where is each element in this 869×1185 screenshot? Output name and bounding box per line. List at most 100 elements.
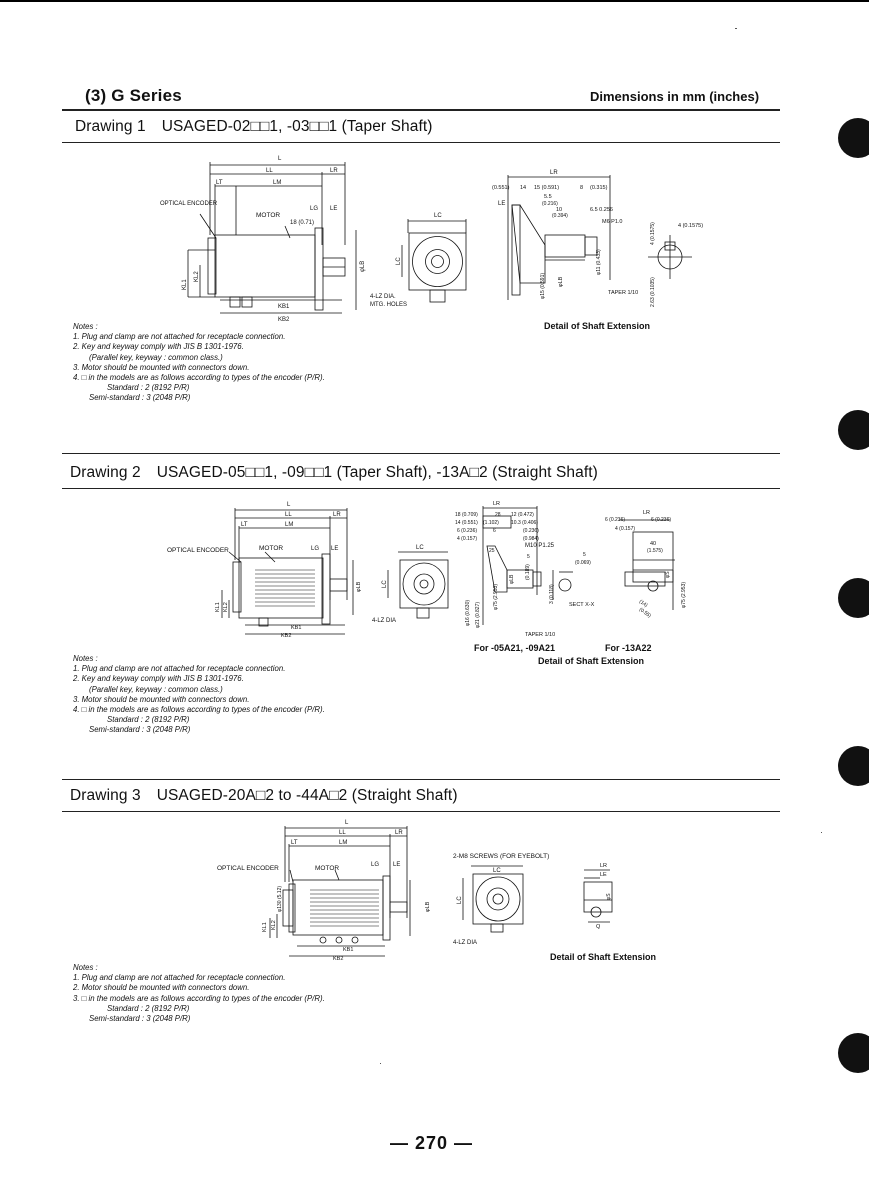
d2-dim-KB2: KB2	[281, 633, 291, 639]
drawing2-title: Drawing 2 USAGED-05□□1, -09□□1 (Taper Sha…	[70, 464, 598, 482]
d1-key-depth: 4 (0.1575)	[650, 222, 656, 245]
drawing3-top-rule	[62, 779, 780, 780]
d3-optical-encoder-label: OPTICAL ENCODER	[217, 865, 279, 872]
drawing1-title: Drawing 1 USAGED-02□□1, -03□□1 (Taper Sha…	[75, 118, 433, 136]
binder-hole	[838, 1033, 869, 1073]
d2-dim-KB1: KB1	[291, 625, 301, 631]
d2-dim-LM: LM	[285, 522, 293, 528]
d1-shaft-d11: φ11 (0.433)	[596, 249, 602, 275]
scan-speck	[380, 1063, 381, 1064]
d1-flange-LC-vertical: LC	[396, 257, 402, 265]
d2-straight-d8: (14)	[638, 599, 649, 609]
note-item: 3. Motor should be mounted with connecto…	[73, 362, 250, 372]
note-item: Semi-standard : 3 (2048 P/R)	[89, 1014, 191, 1024]
d3-flange-LC-vertical: LC	[457, 896, 463, 904]
d2-shaft-thread: M10 P1.25	[525, 543, 555, 549]
d2-optical-encoder-label: OPTICAL ENCODER	[167, 547, 229, 554]
note-item: 2. Key and keyway comply with JIS B 1301…	[73, 674, 244, 684]
d1-shaft-d8: 10	[556, 207, 562, 213]
drawing3-flange-view: 2-M8 SCREWS (FOR EYEBOLT) LC LC 4-LZ DIA	[453, 853, 549, 946]
drawing2-motor-side-view: L LL LR LT LM OPTICAL ENCODER MOTOR LG L…	[167, 502, 362, 639]
drawing2-label: Drawing 2	[70, 464, 141, 481]
note-item: Semi-standard : 3 (2048 P/R)	[89, 725, 191, 735]
d1-shaft-taper: TAPER 1/10	[608, 290, 638, 296]
d2-caption-right: For -13A22	[605, 643, 652, 653]
d2-straight-LR: LR	[643, 510, 650, 516]
d3-dim-LG: LG	[371, 862, 379, 868]
note-item: 1. Plug and clamp are not attached for r…	[73, 973, 286, 983]
drawing2-model: USAGED-05□□1, -09□□1 (Taper Shaft), -13A…	[156, 464, 598, 481]
d3-shaft-LR: LR	[600, 863, 607, 869]
drawing2-rule	[62, 488, 780, 489]
d2-caption: Detail of Shaft Extension	[538, 656, 645, 666]
d2-dim-LL: LL	[285, 512, 292, 518]
page-number: — 270 —	[390, 1133, 474, 1153]
d1-shaft-d6: 5.5	[544, 194, 552, 200]
d1-shaft-d5: (0.315)	[590, 185, 608, 191]
d2-straight-d5: (1.575)	[647, 548, 663, 554]
d2-shaft-d5: (1.102)	[483, 520, 499, 526]
d1-dim-18: 18 (0.71)	[290, 220, 314, 226]
note-item: 2. Key and keyway comply with JIS B 1301…	[73, 342, 244, 352]
d1-dim-KB2: KB2	[278, 317, 290, 323]
drawing1-rule	[62, 142, 780, 143]
page-top-border	[0, 0, 869, 2]
d3-dim-L: L	[345, 820, 349, 826]
d3-dim-LB: φLB	[425, 901, 431, 912]
drawing3-rule	[62, 811, 780, 812]
d1-caption: Detail of Shaft Extension	[544, 321, 651, 331]
note-item: 4. □ in the models are as follows accord…	[73, 705, 325, 715]
d1-shaft-d1: (0.551)	[492, 185, 510, 191]
d2-motor-label: MOTOR	[259, 545, 283, 552]
units-heading: Dimensions in mm (inches)	[590, 89, 760, 104]
d2-shaft-taper: TAPER 1/10	[525, 632, 555, 638]
d2-straight-d4: 40	[650, 541, 656, 547]
d2-straight-d2: 6 (0.236)	[651, 517, 671, 523]
note-item: 3. Motor should be mounted with connecto…	[73, 694, 250, 704]
drawing3-model: USAGED-20A□2 to -44A□2 (Straight Shaft)	[156, 787, 458, 804]
d2-shaft-d4: 14 (0.551)	[455, 520, 478, 526]
d3-dim-KL1: KL1	[262, 922, 268, 932]
note-item: (Parallel key, keyway : common class.)	[89, 684, 223, 694]
d2-shaft-d13: 5	[527, 554, 530, 560]
d3-shaft-Q: Q	[596, 924, 601, 930]
d3-dim-KB2: KB2	[333, 956, 343, 962]
d3-flange-screws: 2-M8 SCREWS (FOR EYEBOLT)	[453, 853, 549, 860]
notes-heading: Notes :	[73, 654, 98, 663]
d2-shaft-d12: 25	[489, 548, 495, 554]
d3-flange-holes: 4-LZ DIA	[453, 940, 477, 946]
notes-heading: Notes :	[73, 963, 98, 972]
d1-shaft-d10: 6.5 0.256	[590, 207, 613, 213]
d2-dim-LR: LR	[333, 512, 341, 518]
d3-dim-d1: φ130 (5.12)	[277, 886, 283, 912]
d2-shaft-d16: φ21 (0.827)	[475, 602, 481, 628]
note-item: Standard : 2 (8192 P/R)	[107, 1003, 190, 1013]
note-item: Standard : 2 (8192 P/R)	[107, 715, 190, 725]
notes-heading: Notes :	[73, 322, 98, 331]
d2-dim-LT: LT	[241, 522, 248, 528]
binder-hole	[838, 410, 869, 450]
d2-shaft-d20: (0.069)	[575, 560, 591, 566]
d2-straight-d9: (0.55)	[638, 607, 652, 620]
d2-shaft-d14: (0.189)	[525, 564, 531, 580]
drawing1-model: USAGED-02□□1, -03□□1 (Taper Shaft)	[161, 118, 433, 135]
d3-motor-label: MOTOR	[315, 865, 339, 872]
d1-key-width: 4 (0.1575)	[678, 223, 703, 229]
d3-dim-KB1: KB1	[343, 947, 353, 953]
d2-shaft-d1: 18 (0.709)	[455, 512, 478, 518]
d2-straight-d1: 6 (0.236)	[605, 517, 625, 523]
d2-shaft-d17: φ75 (2.953)	[493, 584, 499, 610]
d2-flange-holes: 4-LZ DIA	[372, 618, 396, 624]
note-item: 3. □ in the models are as follows accord…	[73, 993, 325, 1003]
drawing1-label: Drawing 1	[75, 118, 146, 135]
d3-flange-LC: LC	[493, 868, 501, 874]
drawing1-notes: Notes : 1. Plug and clamp are not attach…	[73, 322, 325, 404]
drawing2-shaft-detail: LR 18 (0.709) 28 12 (0.472) 14 (0.551) (…	[455, 501, 687, 638]
d3-dim-LR: LR	[395, 830, 403, 836]
d1-shaft-d12: φ15 (0.591)	[540, 273, 546, 299]
d1-shaft-d7: (0.216)	[542, 201, 558, 207]
d2-shaft-d7: 6 (0.236)	[457, 528, 477, 534]
d1-key-height: 2.63 (0.1035)	[650, 277, 656, 307]
d1-dim-KL1: KL1	[182, 279, 188, 290]
